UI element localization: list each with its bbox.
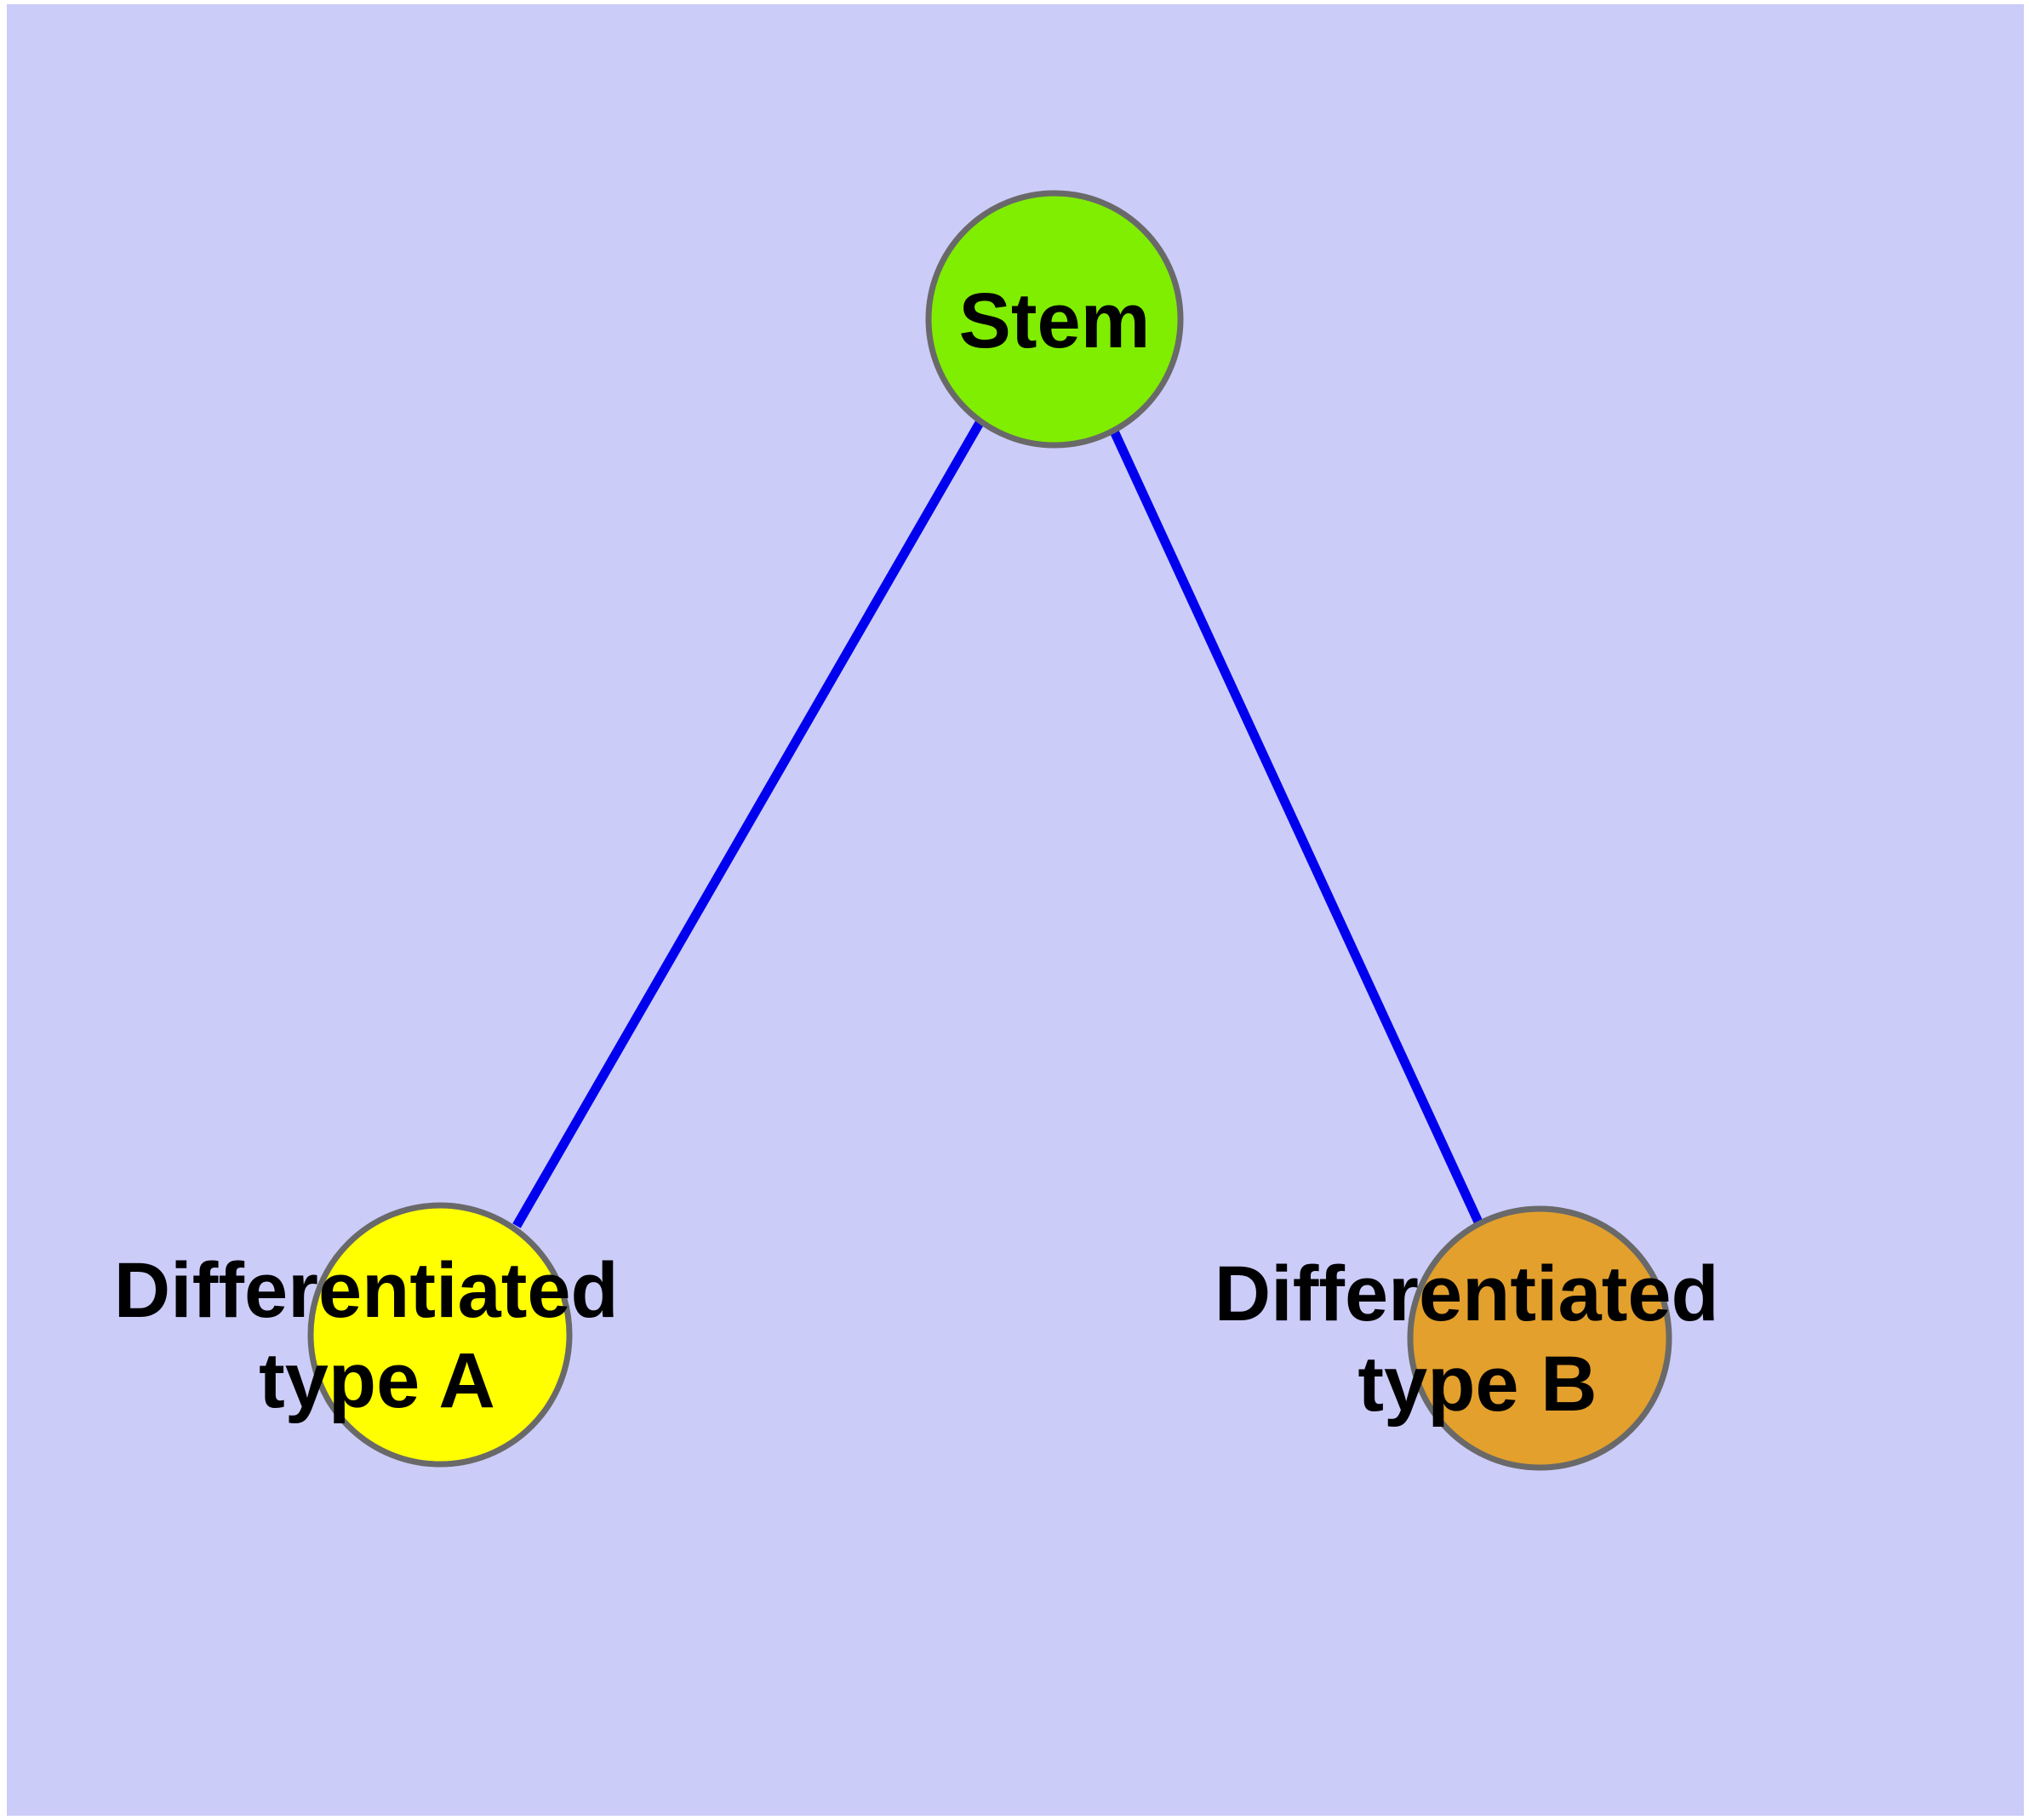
node-differentiated-type-a[interactable] xyxy=(307,1202,573,1468)
node-circle-stem[interactable] xyxy=(925,190,1184,449)
node-layer xyxy=(307,190,1672,1471)
node-label-differentiated-type-b: Differentiated type B xyxy=(1215,1251,1741,1428)
edge-layer xyxy=(512,419,1485,1230)
node-differentiated-type-b[interactable] xyxy=(1407,1205,1672,1471)
node-stem[interactable] xyxy=(925,190,1184,449)
edge-stem-to-differentiated-type-a[interactable] xyxy=(512,419,985,1228)
node-circle-differentiated-type-b[interactable] xyxy=(1407,1205,1672,1471)
node-label-stem: Stem xyxy=(959,278,1151,364)
node-label-differentiated-type-a-line-1: Differentiated xyxy=(114,1247,619,1334)
node-label-differentiated-type-a-line-2: type A xyxy=(259,1337,495,1424)
node-label-differentiated-type-b-line-1: Differentiated xyxy=(1215,1251,1719,1337)
node-circle-differentiated-type-a[interactable] xyxy=(307,1202,573,1468)
node-label-differentiated-type-a: Differentiated type A xyxy=(114,1247,641,1424)
node-label-differentiated-type-b-line-2: type B xyxy=(1357,1341,1597,1428)
label-layer: Stem Differentiated type A Differentiate… xyxy=(114,278,1741,1428)
edge-stem-to-differentiated-type-b[interactable] xyxy=(1107,423,1485,1230)
